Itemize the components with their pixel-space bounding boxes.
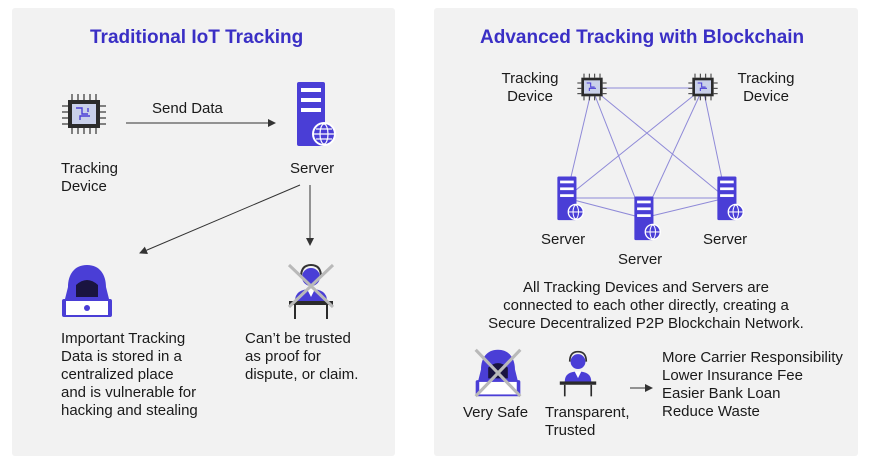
transparent-trusted-label: Transparent, Trusted	[545, 404, 630, 439]
server-label: Server	[290, 160, 335, 177]
very-safe-label: Very Safe	[463, 404, 529, 421]
tracking-device-left-label: Tracking Device	[501, 70, 559, 105]
server-middle-label: Server	[618, 251, 663, 268]
server-icon	[297, 82, 336, 146]
server-right-icon	[717, 176, 744, 221]
hacker-text: Important Tracking Data is stored in a c…	[61, 330, 198, 419]
operator-icon	[559, 350, 597, 397]
server-middle-icon	[634, 196, 661, 241]
operator-crossed-icon	[287, 263, 335, 319]
server-left-label: Server	[541, 231, 586, 248]
network-description: All Tracking Devices and Servers are con…	[488, 279, 804, 332]
tracking-device-right-chip-icon	[688, 73, 718, 101]
server-right-label: Server	[703, 231, 748, 248]
server-left-icon	[557, 176, 584, 221]
server-to-hacker-arrow	[139, 184, 301, 254]
benefits-list: More Carrier Responsibility Lower Insura…	[662, 349, 843, 421]
benefit-item: Reduce Waste	[662, 403, 760, 420]
benefit-item: More Carrier Responsibility	[662, 349, 843, 366]
traditional-title: Traditional IoT Tracking	[90, 27, 304, 48]
benefit-item: Lower Insurance Fee	[662, 367, 803, 384]
blockchain-title: Advanced Tracking with Blockchain	[480, 27, 805, 48]
tracking-device-left-chip-icon	[577, 73, 607, 101]
tracking-device-right-label: Tracking Device	[737, 70, 795, 105]
traditional-panel	[12, 8, 395, 456]
hacker-crossed-icon	[474, 348, 522, 398]
hacker-icon	[62, 265, 112, 317]
send-data-label: Send Data	[152, 100, 223, 117]
untrusted-text: Can’t be trusted as proof for dispute, o…	[245, 330, 359, 383]
tracking-device-label: Tracking Device	[61, 160, 118, 195]
tracking-device-chip-icon	[62, 94, 106, 134]
benefit-item: Easier Bank Loan	[662, 385, 781, 402]
